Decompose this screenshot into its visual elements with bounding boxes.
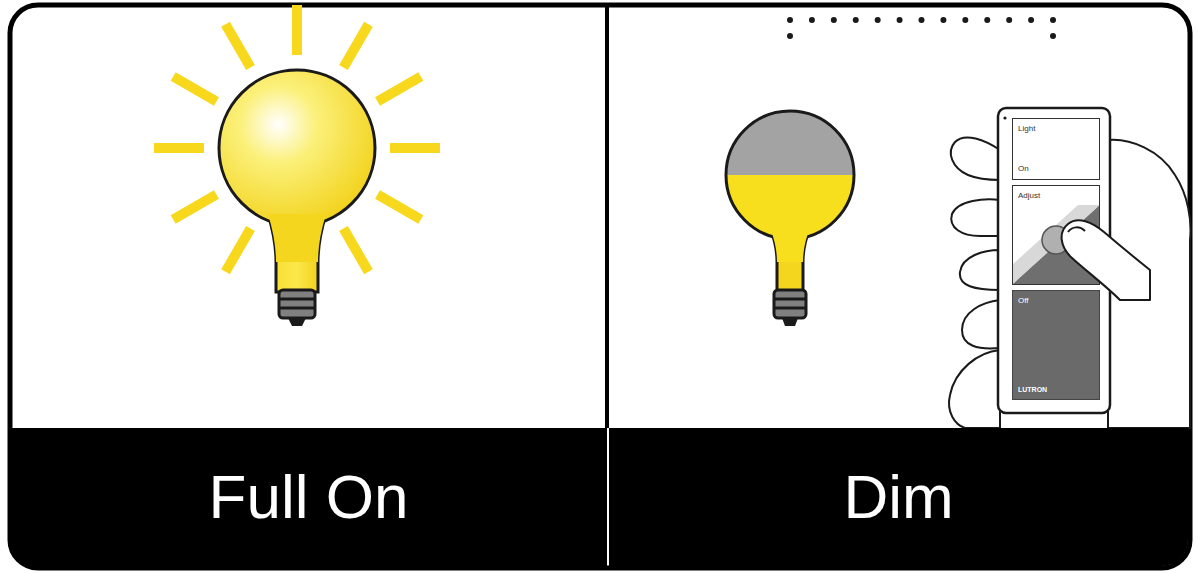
caption-band: Full On <box>10 428 607 566</box>
signal-dot <box>1050 17 1056 23</box>
bright-bulb <box>219 70 375 326</box>
node-label: Full On <box>209 466 409 528</box>
node-label: LUTRON <box>1018 386 1094 393</box>
node-label: Adjust <box>1018 192 1094 200</box>
signal-dot <box>919 17 925 23</box>
caption-band: Dim <box>609 428 1188 566</box>
signal-dot <box>1028 17 1034 23</box>
light-rays <box>154 5 440 272</box>
signal-dot <box>831 17 837 23</box>
signal-dot <box>984 17 990 23</box>
node-label: Off <box>1018 297 1094 305</box>
node-label: Light <box>1018 125 1094 133</box>
signal-dot <box>1050 33 1056 39</box>
thumb <box>1062 220 1150 300</box>
divider <box>605 5 609 428</box>
signal-dot <box>1006 17 1012 23</box>
signal-dot <box>875 17 881 23</box>
signal-dot <box>853 17 859 23</box>
wireless-signal <box>787 17 1056 39</box>
frame <box>10 5 1190 568</box>
signal-dot <box>787 33 793 39</box>
dim-bulb <box>720 105 860 326</box>
signal-dot <box>809 17 815 23</box>
signal-dot <box>897 17 903 23</box>
remote-button: OffLUTRON <box>1012 290 1100 400</box>
remote-button: LightOn <box>1012 118 1100 180</box>
signal-dot <box>962 17 968 23</box>
signal-dot <box>940 17 946 23</box>
signal-dot <box>787 17 793 23</box>
node-label: On <box>1018 165 1094 173</box>
node-label: Dim <box>843 466 953 528</box>
